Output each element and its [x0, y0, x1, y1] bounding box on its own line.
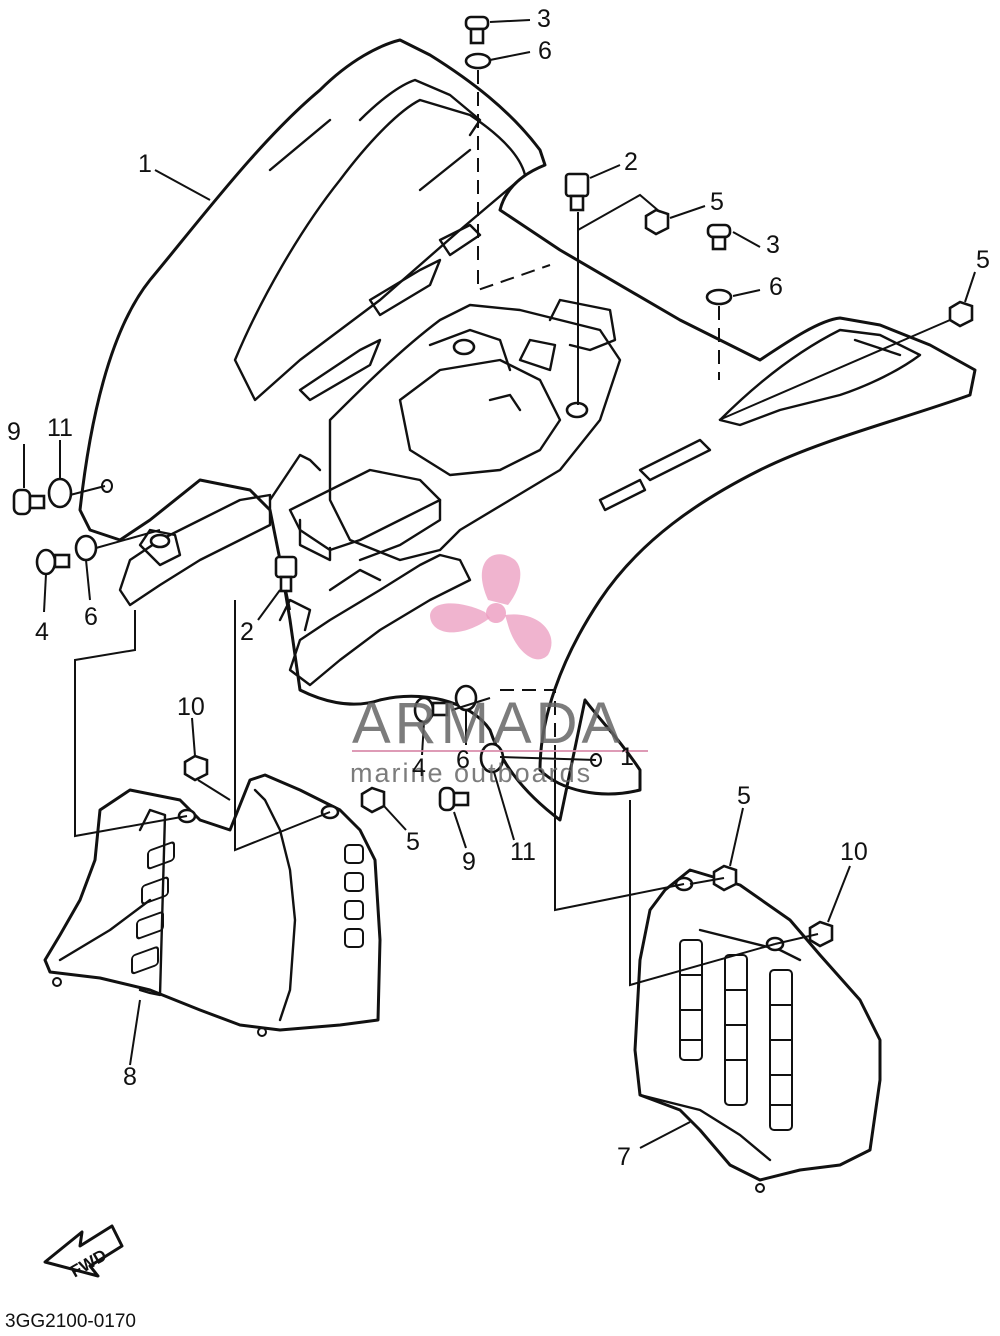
left-side-cover — [43, 773, 382, 1037]
screw-3-top — [464, 15, 490, 45]
callout-5-right: 5 — [976, 246, 990, 274]
part-callouts: 1 1 2 2 3 3 4 4 5 5 5 5 6 6 6 6 7 8 9 9 … — [7, 5, 990, 1171]
callout-2-lower: 2 — [240, 618, 254, 646]
screw-9-center — [438, 786, 470, 812]
drawing-code: 3GG2100-0170 — [5, 1311, 136, 1332]
callout-3-right: 3 — [766, 231, 780, 259]
fwd-arrow-icon: FWD — [43, 1224, 124, 1281]
callout-6-left: 6 — [84, 603, 98, 631]
callout-9-left: 9 — [7, 418, 21, 446]
rear-fender — [78, 38, 977, 822]
nut-5-right — [948, 300, 974, 328]
callout-1-lower: 1 — [620, 743, 634, 771]
screw-4-center — [413, 696, 449, 724]
callout-11-left: 11 — [47, 414, 73, 442]
nut-10-left — [183, 754, 209, 782]
callout-leaders — [23, 19, 976, 1149]
right-side-cover — [633, 868, 882, 1193]
callout-6-center: 6 — [456, 746, 470, 774]
callout-11-center: 11 — [510, 838, 536, 866]
armada-watermark: ARMADA marine outboards — [350, 554, 648, 788]
nut-5-mid — [360, 786, 386, 814]
callout-1-upper: 1 — [138, 150, 152, 178]
callout-6-top: 6 — [538, 37, 552, 65]
callout-4-center: 4 — [412, 754, 426, 782]
callout-8: 8 — [123, 1063, 137, 1091]
callout-5-upper: 5 — [710, 188, 724, 216]
washer-6-left — [74, 534, 98, 562]
washer-6-top — [464, 52, 492, 70]
callout-5-mid: 5 — [406, 828, 420, 856]
callout-2-upper: 2 — [624, 148, 638, 176]
propeller-logo-icon — [430, 554, 552, 660]
callout-5-lower: 5 — [737, 782, 751, 810]
left-cover-vents — [131, 841, 364, 975]
watermark-brand: ARMADA — [352, 691, 624, 756]
callout-7: 7 — [617, 1143, 631, 1171]
callout-9-center: 9 — [462, 848, 476, 876]
nut-10-right — [808, 920, 834, 948]
nut-5-upper — [644, 208, 670, 236]
fasteners — [12, 15, 974, 948]
callout-10-right: 10 — [840, 838, 868, 866]
watermark-tagline: marine outboards — [350, 758, 592, 788]
callout-4-left: 4 — [35, 618, 49, 646]
screw-3-right — [706, 223, 732, 251]
callout-10-left: 10 — [177, 693, 205, 721]
washer-6-right — [705, 288, 733, 306]
grommet-11-left — [47, 477, 73, 509]
screw-9-left — [12, 488, 46, 516]
screw-4-left — [35, 548, 71, 576]
callout-3-top: 3 — [537, 5, 551, 33]
nut-5-lower — [712, 864, 738, 892]
assembly-lines — [69, 70, 951, 987]
callout-6-right: 6 — [769, 273, 783, 301]
bolt-2-center — [564, 172, 590, 212]
